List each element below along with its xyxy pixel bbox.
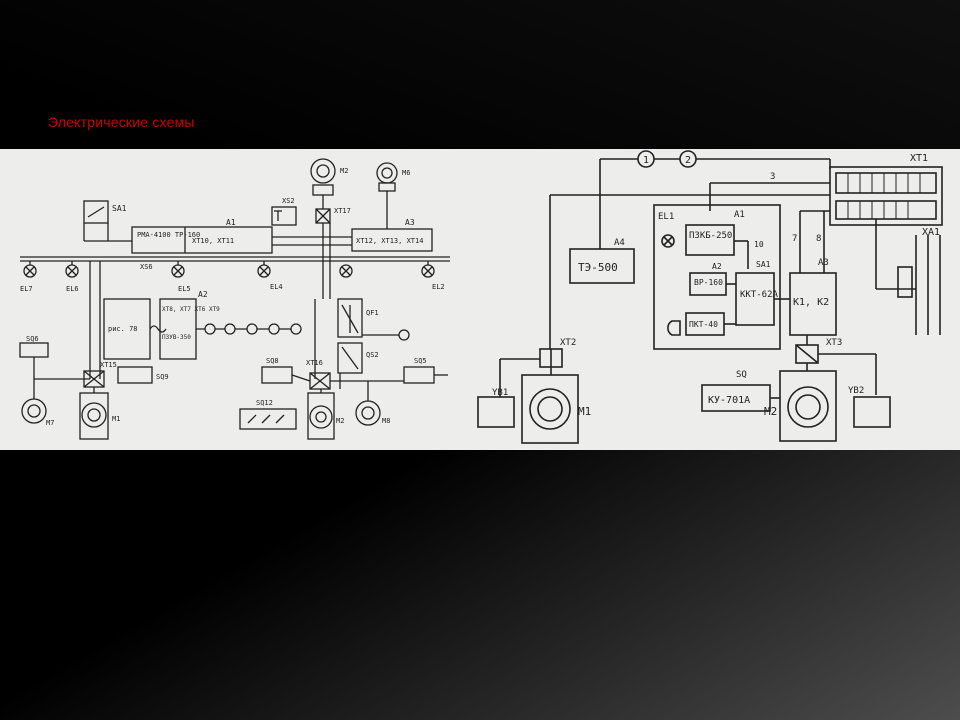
brake-yb1 (477, 396, 515, 428)
label-sa1: SA1 (112, 204, 127, 213)
label-el1: EL1 (658, 212, 674, 222)
label-el7: EL7 (20, 285, 33, 293)
block-a4 (569, 248, 635, 284)
label-m1: M1 (112, 415, 120, 423)
switch-sq5 (403, 366, 435, 384)
label-a3: A3 (405, 218, 415, 227)
label-yb2: YB2 (848, 386, 864, 396)
wire-10: 10 (754, 240, 764, 249)
sq-text: КУ-701А (708, 395, 750, 406)
lamp-el3 (339, 264, 353, 278)
label-qs2: QS2 (366, 351, 379, 359)
motor-m7 (21, 398, 47, 424)
label-el2: EL2 (432, 283, 445, 291)
motor-m6 (376, 162, 398, 184)
label-a1: A1 (226, 218, 236, 227)
label-a4: A4 (614, 238, 625, 248)
label-el5: EL5 (178, 285, 191, 293)
pkt-text: ПКТ-40 (689, 320, 718, 329)
lamp-el6 (65, 264, 79, 278)
a2-dev-text: П3УВ-350 (162, 334, 191, 341)
switch-sq12 (239, 408, 297, 430)
label-a1: A1 (734, 210, 745, 220)
pzkb-text: ПЗКБ-250 (689, 231, 732, 241)
label-m2-top: M2 (340, 167, 348, 175)
left-schematic-scan: SA1 РМА-4100 ТР-160 XT10, XT11 A1 XT12, … (0, 149, 470, 450)
slide-title: Электрические схемы (48, 114, 195, 130)
enclosure-a1 (653, 204, 781, 350)
right-schematic-scan: 1 2 XT1 3 ТЭ-500 A4 EL1 A1 ПЗКБ-250 10 В… (470, 149, 960, 450)
label-sq9: SQ9 (156, 373, 169, 381)
label-a3: A3 (818, 258, 829, 268)
wire-2: 2 (685, 155, 691, 166)
block-a1 (131, 226, 273, 254)
block-a3 (789, 272, 837, 336)
terminal-xt1 (829, 166, 943, 226)
label-sq5: SQ5 (414, 357, 427, 365)
switch-sq8 (261, 366, 293, 384)
motor-m1 (521, 374, 579, 444)
label-xa1: XA1 (922, 227, 940, 238)
wire-3: 3 (770, 172, 775, 182)
label-xs2: XS2 (282, 197, 295, 205)
wire-7-label: 7 (792, 234, 797, 244)
label-sq6: SQ6 (26, 335, 39, 343)
a1-text: РМА-4100 ТР-160 (137, 231, 200, 239)
brake-yb2 (853, 396, 891, 428)
breaker-qf1 (337, 298, 363, 338)
label-yb1: YB1 (492, 388, 508, 398)
a4-text: ТЭ-500 (578, 261, 618, 274)
motor-m2 (779, 370, 837, 442)
a3-text: XT12, XT13, XT14 (356, 237, 423, 245)
label-m2-bottom: M2 (336, 417, 344, 425)
relay-text: рис. 78 (108, 325, 138, 333)
switch-sq6 (19, 342, 49, 358)
switch-sa1 (83, 200, 109, 224)
label-m8: M8 (382, 417, 390, 425)
label-sa1: SA1 (756, 260, 771, 269)
motor-top-m2 (310, 158, 336, 184)
label-el6: EL6 (66, 285, 79, 293)
a2-xt-text: XT8, XT7 XT6 XT9 (162, 306, 220, 313)
label-xt15: XT15 (100, 361, 117, 369)
switch-sq9 (117, 366, 153, 384)
label-el4: EL4 (270, 283, 283, 291)
lamp-el1 (661, 234, 675, 248)
label-sq: SQ (736, 370, 747, 380)
label-xt17: XT17 (334, 207, 351, 215)
lamp-el4 (257, 264, 271, 278)
label-sq8: SQ8 (266, 357, 279, 365)
a2-vr-text: ВР-160 (694, 278, 723, 287)
label-m1: M1 (578, 405, 591, 418)
block-a3 (351, 228, 433, 252)
a1-xt-text: XT10, XT11 (192, 237, 234, 245)
motor-m8 (355, 400, 381, 426)
label-sq12: SQ12 (256, 399, 273, 407)
label-m6: M6 (402, 169, 410, 177)
a3-text: К1, К2 (793, 297, 829, 308)
wire-8-label: 8 (816, 234, 821, 244)
switch-qs2 (337, 342, 363, 374)
lamp-el7 (23, 264, 37, 278)
label-a2: A2 (198, 290, 208, 299)
label-qf1: QF1 (366, 309, 379, 317)
label-a2: A2 (712, 262, 722, 271)
lamp-el2 (421, 264, 435, 278)
label-xt1: XT1 (910, 153, 928, 164)
motor-m2 (307, 392, 335, 440)
label-m7: M7 (46, 419, 54, 427)
block-pzkb (685, 224, 735, 256)
bell-icon (667, 320, 681, 336)
wire-1: 1 (643, 155, 649, 166)
motor-m1 (79, 392, 109, 440)
label-xt16: XT16 (306, 359, 323, 367)
socket-xs2 (271, 206, 297, 226)
label-m2: M2 (764, 405, 777, 418)
label-xt3: XT3 (826, 338, 842, 348)
sa1-text: ККТ-62А (740, 290, 779, 300)
lamp-el5 (171, 264, 185, 278)
label-xs6: XS6 (140, 263, 153, 271)
label-xt2: XT2 (560, 338, 576, 348)
